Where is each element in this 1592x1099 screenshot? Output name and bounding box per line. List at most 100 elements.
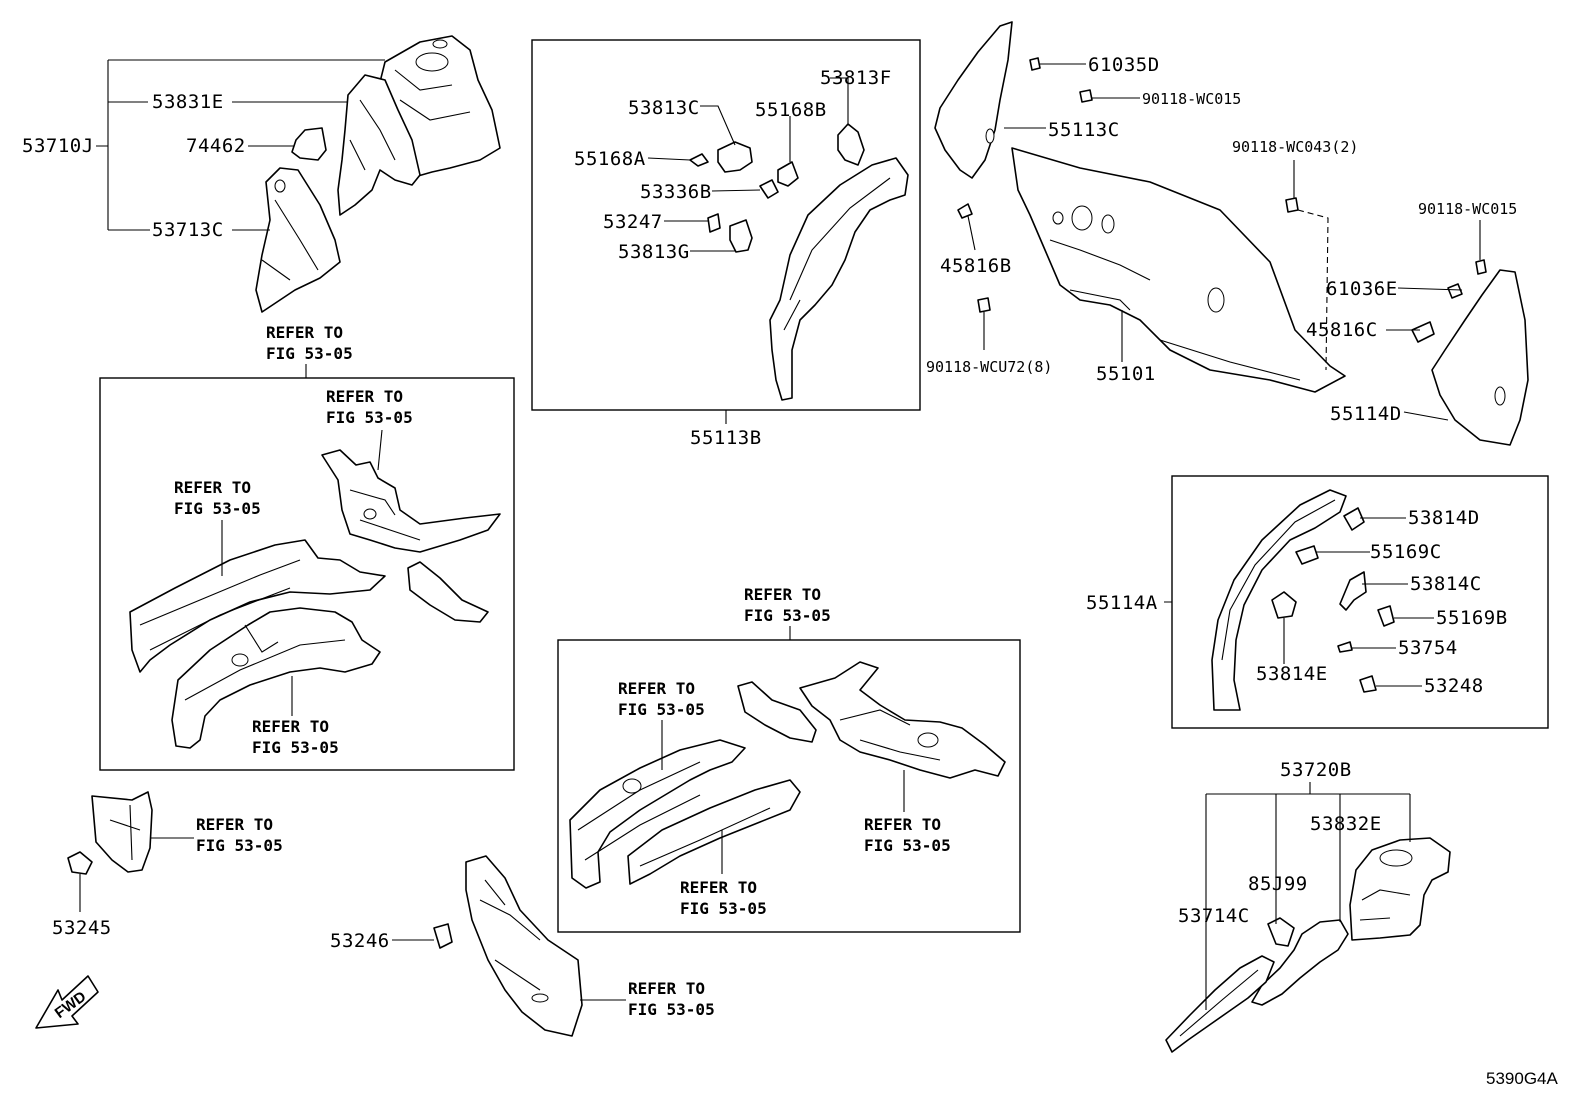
- part-55114a-pillar: [1211, 489, 1347, 711]
- part-53832e-upper: [1349, 837, 1451, 941]
- group-left-frame: REFER TO FIG 53-05 REFER TO FIG 53-05 RE…: [99, 323, 515, 771]
- callout-61035d: 61035D: [1088, 54, 1160, 76]
- part-45816c: [1411, 321, 1435, 343]
- part-74462: [291, 127, 327, 161]
- box-center-frame: [557, 639, 1021, 933]
- part-90118-wc015-b: [1475, 259, 1487, 275]
- group-53710j: 53710J 53831E 74462 53713C: [22, 35, 501, 313]
- part-90118-wcu72: [977, 297, 991, 313]
- part-53813f: [837, 123, 865, 166]
- callout-55114d: 55114D: [1330, 403, 1402, 425]
- callout-55113b: 55113B: [690, 427, 762, 449]
- part-53336b: [759, 179, 779, 199]
- part-53814e: [1271, 591, 1297, 619]
- part-90118-wc015-a: [1079, 89, 1093, 103]
- refer-line2: FIG 53-05: [628, 1000, 715, 1019]
- part-55169c: [1295, 545, 1319, 565]
- callout-53754: 53754: [1398, 637, 1458, 659]
- callout-53710j: 53710J: [22, 135, 94, 157]
- group-55114a: 55114A 53814D 55169C 53814C 55169B 53754…: [1086, 475, 1549, 729]
- part-61035d: [1029, 57, 1041, 71]
- group-center-frame: REFER TO FIG 53-05 REFER TO FIG 53-05 RE…: [557, 585, 1021, 933]
- part-55114d: [1431, 269, 1529, 446]
- callout-53814d: 53814D: [1408, 507, 1480, 529]
- refer-line2: FIG 53-05: [174, 499, 261, 518]
- part-center-floor: [799, 661, 1006, 779]
- callout-55113c: 55113C: [1048, 119, 1120, 141]
- callout-53814c: 53814C: [1410, 573, 1482, 595]
- part-53754: [1337, 641, 1353, 653]
- refer-line1: REFER TO: [326, 387, 403, 406]
- part-53246: [433, 923, 453, 949]
- refer-line2: FIG 53-05: [326, 408, 413, 427]
- callout-53246: 53246: [330, 930, 390, 952]
- part-53248: [1359, 675, 1377, 693]
- part-55168b: [777, 161, 799, 187]
- refer-line1: REFER TO: [680, 878, 757, 897]
- callout-55169b: 55169B: [1436, 607, 1508, 629]
- callout-53245: 53245: [52, 917, 112, 939]
- part-53813g: [729, 219, 753, 253]
- refer-line2: FIG 53-05: [864, 836, 951, 855]
- refer-line1: REFER TO: [266, 323, 343, 342]
- callout-53336b: 53336B: [640, 181, 712, 203]
- part-lower-member: [171, 607, 381, 749]
- fwd-arrow: FWD: [35, 975, 99, 1029]
- callout-55168a: 55168A: [574, 148, 646, 170]
- refer-line2: FIG 53-05: [618, 700, 705, 719]
- part-55168a: [689, 153, 709, 167]
- refer-line1: REFER TO: [628, 979, 705, 998]
- callout-55169c: 55169C: [1370, 541, 1442, 563]
- group-55101: 61035D 90118-WC015 55113C 90118-WC043(2)…: [926, 21, 1529, 446]
- callout-53247: 53247: [603, 211, 663, 233]
- callout-53248: 53248: [1424, 675, 1484, 697]
- refer-line2: FIG 53-05: [744, 606, 831, 625]
- callout-53813f: 53813F: [820, 67, 892, 89]
- group-55113b: 53813C 55168B 53813F 55168A 53336B 53247…: [531, 39, 921, 449]
- refer-line1: REFER TO: [744, 585, 821, 604]
- part-53714c: [1165, 955, 1275, 1053]
- callout-55101: 55101: [1096, 363, 1156, 385]
- part-53814c: [1339, 571, 1367, 611]
- callout-61036e: 61036E: [1326, 278, 1398, 300]
- part-radiator-support-r: [465, 855, 583, 1037]
- part-side-member: [129, 539, 386, 673]
- part-45816b: [957, 203, 973, 219]
- callout-90118-wc015-b: 90118-WC015: [1418, 200, 1517, 218]
- part-53713c: [255, 167, 341, 313]
- part-90118-wc043: [1285, 197, 1299, 213]
- part-55113b-pillar: [769, 157, 909, 401]
- callout-45816b: 45816B: [940, 255, 1012, 277]
- callout-55168b: 55168B: [755, 99, 827, 121]
- part-53813c: [717, 141, 753, 173]
- part-61036e: [1447, 283, 1463, 299]
- callout-53831e: 53831E: [152, 91, 224, 113]
- callout-53714c: 53714C: [1178, 905, 1250, 927]
- callout-53832e: 53832E: [1310, 813, 1382, 835]
- refer-line1: REFER TO: [196, 815, 273, 834]
- refer-line2: FIG 53-05: [196, 836, 283, 855]
- part-53814d: [1343, 507, 1365, 531]
- part-55169b: [1377, 605, 1395, 627]
- part-55101-dash: [1011, 147, 1346, 393]
- part-center-lower-member: [627, 779, 801, 885]
- group-bottom-left: REFER TO FIG 53-05 53245 53246 REFER TO …: [35, 791, 715, 1037]
- part-center-side-member: [569, 739, 746, 889]
- refer-line1: REFER TO: [618, 679, 695, 698]
- callout-85j99: 85J99: [1248, 873, 1308, 895]
- group-53720b: 53720B 53832E 85J99 53714C: [1165, 759, 1451, 1053]
- box-55113b: [531, 39, 921, 411]
- callout-53813g: 53813G: [618, 241, 690, 263]
- callout-90118-wc043: 90118-WC043(2): [1232, 138, 1358, 156]
- part-85j99: [1267, 917, 1295, 947]
- refer-line1: REFER TO: [174, 478, 251, 497]
- part-53832e-panel: [1251, 919, 1349, 1006]
- part-radiator-support-l: [91, 791, 153, 873]
- refer-line2: FIG 53-05: [252, 738, 339, 757]
- part-53245: [67, 851, 93, 875]
- box-left-frame: [99, 377, 515, 771]
- callout-90118-wcu72: 90118-WCU72(8): [926, 358, 1052, 376]
- part-53831e-panel: [337, 74, 421, 216]
- callout-53814e: 53814E: [1256, 663, 1328, 685]
